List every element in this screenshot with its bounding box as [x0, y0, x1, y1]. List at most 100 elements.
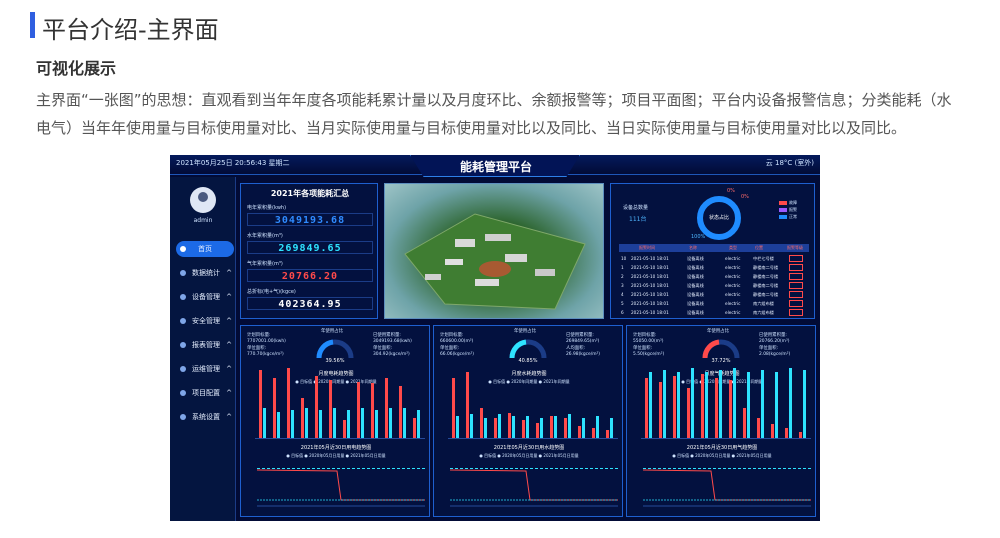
bar-2021 [733, 368, 736, 438]
nav-item-1[interactable]: 数据统计^ [176, 265, 234, 281]
bar-2021 [540, 418, 543, 438]
chevron-up-icon: ^ [226, 413, 232, 421]
alarm-header-cell: 名称 [689, 245, 697, 250]
alarm-legend-item: 正常 [779, 214, 797, 220]
info-used_unit_label: 人均面积: [566, 346, 586, 351]
nav-item-0[interactable]: 首页 [176, 241, 234, 257]
bar-2020 [385, 378, 388, 438]
nav-dot-icon [180, 270, 186, 276]
bar-2020 [578, 426, 581, 438]
bar-2020 [536, 423, 539, 438]
bar-2021 [470, 414, 473, 438]
info-used_label: 已使用累积量: [566, 333, 594, 338]
nav-item-label: 系统设置 [192, 413, 220, 421]
bar-2021 [705, 372, 708, 438]
summary-item-label: 总折标(电+气)(kgce) [247, 289, 296, 295]
gauge-label: 年使用占比 [321, 329, 343, 334]
alarm-cell-type: electric [725, 265, 741, 270]
bar-2020 [771, 424, 774, 438]
summary-item-label: 水年累积量(m³) [247, 233, 283, 239]
usage-gauge [702, 339, 740, 359]
day-trend-lines [642, 469, 811, 507]
info-unit: 770.70(kgce/m²) [247, 352, 284, 357]
month-chart-title: 月度电耗趋势图 [318, 371, 354, 377]
info-unit: 5.50(kgce/m²) [633, 352, 665, 357]
bar-2021 [403, 408, 406, 438]
bar-2020 [592, 428, 595, 438]
summary-item-value: 20766.20 [247, 269, 373, 282]
bar-2020 [785, 428, 788, 438]
bar-2020 [645, 378, 648, 438]
info-target_label: 计划目标量: [633, 333, 657, 338]
alarm-cell-loc: 南六组布楼 [753, 310, 774, 315]
day-chart-title: 2021年05月近30日用气趋势图 [686, 445, 758, 451]
bar-2021 [596, 416, 599, 438]
legend-label: 正常 [789, 214, 797, 219]
alarm-cell-time: 2021-05-10 18:01 [631, 310, 669, 315]
bar-2021 [456, 416, 459, 438]
sidebar: admin 首页数据统计^设备管理^安全管理^报表管理^运维管理^项目配置^系统… [170, 177, 236, 521]
usage-gauge [509, 339, 547, 359]
status-ring [697, 196, 741, 240]
month-axis [641, 438, 811, 439]
day-chart-legend: ● 目标值 ● 2020年05月日用量 ● 2021年05月日用量 [479, 453, 579, 458]
alarm-cell-time: 2021-05-10 18:01 [631, 274, 669, 279]
alarm-header-cell: 位置 [755, 245, 763, 250]
day-chart-title: 2021年05月近30日用水趋势图 [493, 445, 565, 451]
summary-item-value: 402364.95 [247, 297, 373, 310]
nav-item-label: 报表管理 [192, 341, 220, 349]
alarm-cell-no: 1 [621, 265, 624, 270]
info-used_label: 已使用累积量: [373, 333, 401, 338]
alarm-cell-type: electric [725, 256, 741, 261]
alarm-cell-no: 5 [621, 301, 624, 306]
summary-item-label: 电年累积量(kwh) [247, 205, 287, 211]
alarm-level-indicator [789, 309, 803, 316]
bar-2020 [508, 413, 511, 438]
alarm-level-indicator [789, 291, 803, 298]
ring-pct-alarm: 0% [741, 194, 749, 200]
info-used_unit: 304.92(kgce/m²) [373, 352, 410, 357]
bar-2021 [361, 408, 364, 438]
nav-item-2[interactable]: 设备管理^ [176, 289, 234, 305]
alarm-cell-type: electric [725, 292, 741, 297]
section-description: 主界面“一张图”的思想：直观看到当年年度各项能耗累计量以及月度环比、余额报警等；… [36, 91, 952, 137]
target-line [257, 468, 425, 469]
bar-2021 [305, 408, 308, 438]
section-subtitle: 可视化展示 [36, 59, 117, 78]
nav-item-4[interactable]: 报表管理^ [176, 337, 234, 353]
info-unit: 66.06(kgce/m²) [440, 352, 474, 357]
alarm-cell-loc: 静楼南二号楼 [753, 274, 779, 279]
summary-title: 2021年各项能耗汇总 [270, 189, 350, 198]
gauge-percent: 37.72% [711, 358, 731, 364]
avatar[interactable] [190, 187, 216, 213]
project-map[interactable] [384, 183, 604, 319]
gauge-percent: 40.85% [518, 358, 538, 364]
nav-item-label: 首页 [198, 245, 212, 253]
bar-2020 [399, 386, 402, 438]
nav-item-6[interactable]: 项目配置^ [176, 385, 234, 401]
info-target_label: 计划目标量: [247, 333, 271, 338]
alarm-cell-name: 设备离线 [687, 283, 704, 288]
alarm-cell-time: 2021-05-10 18:01 [631, 283, 669, 288]
alarm-cell-name: 设备离线 [687, 310, 704, 315]
bar-2021 [554, 416, 557, 438]
bar-2020 [329, 380, 332, 438]
alarm-cell-loc: 中栏七号楼 [753, 256, 774, 261]
nav-item-3[interactable]: 安全管理^ [176, 313, 234, 329]
bar-2021 [582, 418, 585, 438]
nav-item-7[interactable]: 系统设置 ^ [176, 409, 234, 425]
bar-2021 [484, 418, 487, 438]
nav-item-5[interactable]: 运维管理^ [176, 361, 234, 377]
nav-item-label: 设备管理 [192, 293, 220, 301]
bar-2020 [522, 420, 525, 438]
gauge-label: 年使用占比 [707, 329, 729, 334]
bar-2020 [371, 383, 374, 438]
bar-2020 [357, 382, 360, 438]
